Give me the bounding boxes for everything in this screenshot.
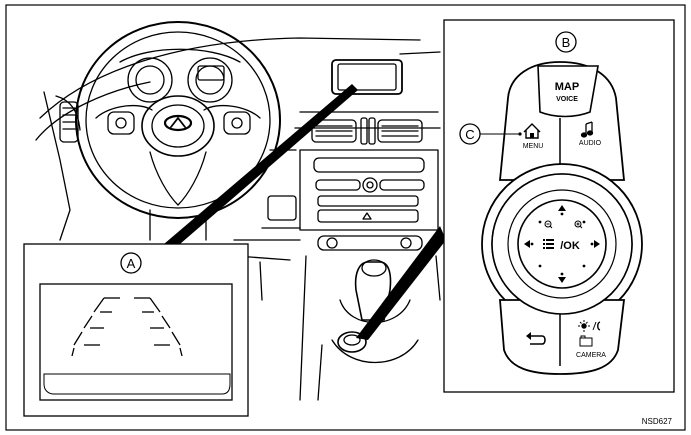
back-arrow-icon[interactable] <box>526 332 546 345</box>
arrow-down[interactable] <box>558 277 566 283</box>
outer-frame <box>5 4 686 431</box>
pointer-wedge-controller <box>356 226 446 340</box>
callout-a-label: A <box>127 256 136 271</box>
pointer-wedge-screen <box>164 84 358 244</box>
direction-arrows[interactable] <box>524 205 600 283</box>
figure-code: NSD627 <box>642 417 673 426</box>
zoom-in-icon <box>574 220 583 229</box>
map-voice-button-voice[interactable]: VOICE <box>556 96 578 103</box>
zoom-out-icon <box>544 220 553 229</box>
inset-a-rearview-display: A <box>23 243 249 417</box>
map-voice-button-map[interactable]: MAP <box>555 81 579 93</box>
center-knob-dots <box>530 212 594 276</box>
dashboard-illustration <box>35 21 441 401</box>
menu-button-label[interactable]: MENU <box>523 143 544 150</box>
callout-c-label: C <box>465 127 474 142</box>
camera-icon <box>579 335 593 347</box>
arrow-left[interactable] <box>524 240 530 248</box>
ok-button-label[interactable]: /OK <box>560 240 580 252</box>
arrow-right[interactable] <box>594 240 600 248</box>
inset-b-controller: B MAP VOICE MENU <box>443 19 675 393</box>
home-icon <box>523 123 541 139</box>
brightness-night-icon <box>578 320 601 332</box>
camera-button-label[interactable]: CAMERA <box>576 352 606 359</box>
callout-b-label: B <box>562 35 571 50</box>
list-icon <box>543 239 554 249</box>
audio-button-label[interactable]: AUDIO <box>579 140 602 147</box>
callout-a-circle <box>120 252 142 274</box>
callout-b-circle <box>555 31 577 53</box>
music-note-icon <box>580 121 594 138</box>
arrow-up[interactable] <box>558 205 566 211</box>
